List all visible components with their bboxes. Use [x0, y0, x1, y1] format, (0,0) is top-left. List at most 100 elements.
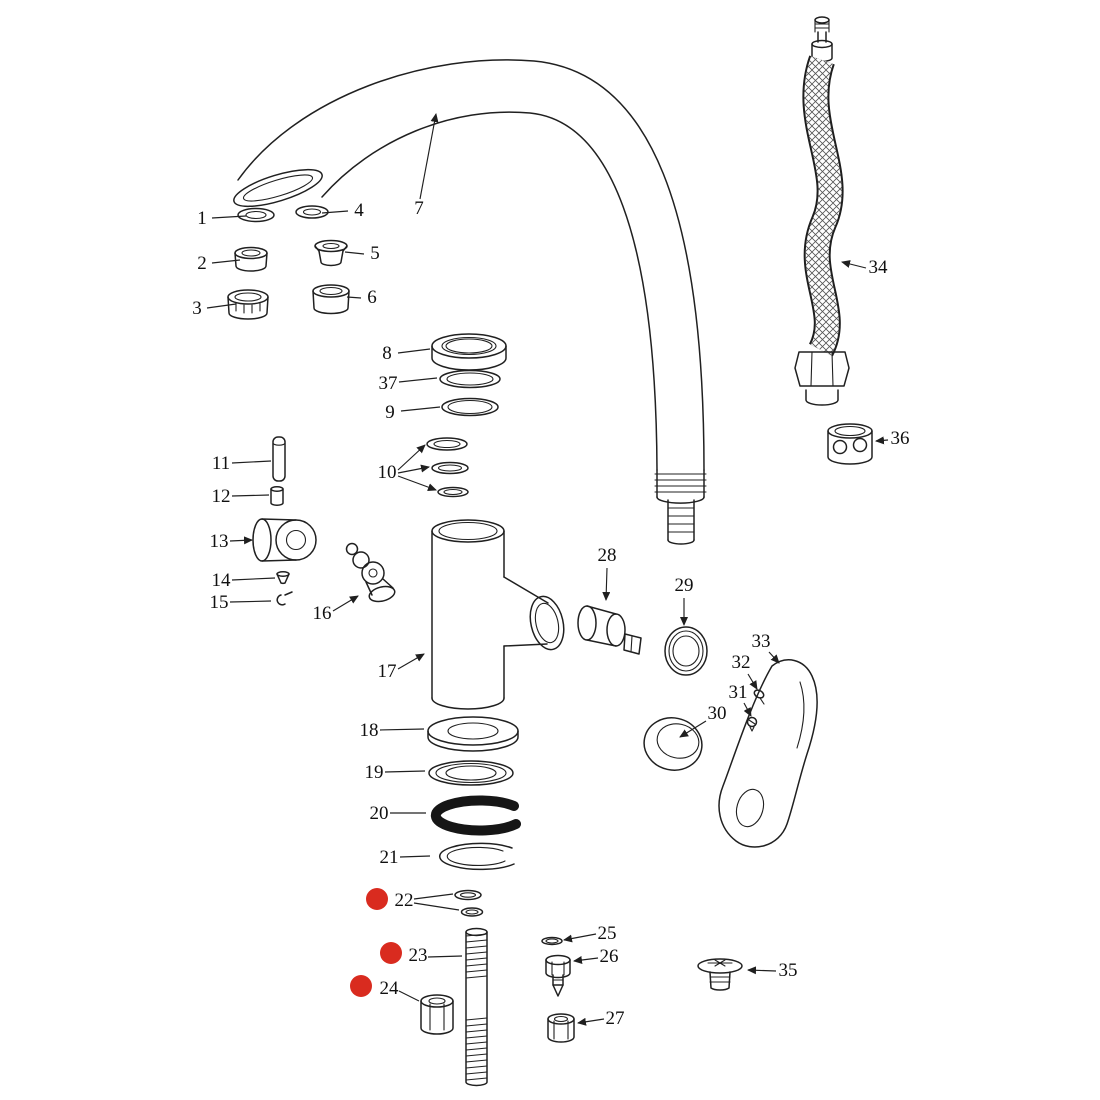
- highlight-dot-part-22: [366, 888, 388, 910]
- leader-line-part-9: [400, 406, 441, 412]
- part-3-aerator-shell: [227, 289, 269, 320]
- part-24-hex-nut: [420, 994, 454, 1035]
- part-number-label: 20: [370, 803, 389, 824]
- part-14-plug: [276, 571, 290, 585]
- part-13-bushing: [252, 518, 317, 562]
- part-4-washer: [295, 205, 329, 219]
- part-number-label: 22: [395, 890, 414, 911]
- part-22-o-rings: [454, 889, 484, 917]
- labels-layer: 1234567891011121314151617181920212223242…: [192, 113, 910, 1029]
- leader-line-part-13: [229, 536, 253, 545]
- leader-line-part-12: [231, 494, 270, 497]
- leader-line-part-7: [419, 113, 439, 200]
- part-21-c-clip: [438, 842, 515, 871]
- leader-line-part-32: [747, 673, 758, 690]
- leader-line-part-27: [577, 1017, 605, 1026]
- part-number-label: 35: [779, 960, 798, 981]
- part-number-label: 5: [370, 243, 380, 264]
- leader-line-part-23: [427, 955, 463, 958]
- leader-line-part-25: [563, 933, 597, 943]
- part-16-cartridge: [345, 542, 396, 603]
- part-number-label: 34: [869, 257, 889, 278]
- part-number-label: 36: [891, 428, 910, 449]
- part-number-label: 17: [378, 661, 397, 682]
- part-1-washer: [237, 207, 275, 223]
- part-number-label: 23: [409, 945, 428, 966]
- part-18-base-ring: [427, 716, 519, 752]
- leader-line-part-22: [413, 893, 454, 900]
- leader-line-part-22: [413, 902, 460, 911]
- part-number-label: 13: [210, 531, 229, 552]
- part-19-gasket-ring: [428, 760, 514, 786]
- part-number-label: 9: [385, 402, 395, 423]
- highlight-dot-part-24: [350, 975, 372, 997]
- part-28-side-valve: [577, 605, 642, 655]
- part-number-label: 30: [708, 703, 727, 724]
- part-number-label: 2: [197, 253, 207, 274]
- leader-line-part-6: [346, 296, 362, 299]
- leader-line-part-4: [321, 210, 349, 214]
- part-number-label: 28: [598, 545, 617, 566]
- part-8-ring-nut: [431, 333, 507, 371]
- part-35-mounting-screw: [697, 958, 743, 991]
- leader-line-part-16: [332, 595, 359, 612]
- leader-line-part-26: [573, 956, 599, 964]
- part-29-locking-ring: [664, 626, 708, 676]
- part-26-bolt: [545, 954, 571, 997]
- leader-line-part-11: [231, 460, 272, 464]
- part-number-label: 32: [732, 652, 751, 673]
- leader-line-part-1: [211, 215, 247, 219]
- part-number-label: 25: [598, 923, 617, 944]
- part-11-pin: [272, 436, 286, 482]
- part-33-handle: [718, 659, 818, 848]
- leader-line-part-8: [397, 348, 431, 354]
- part-number-label: 7: [414, 198, 424, 219]
- part-number-label: 26: [600, 946, 619, 967]
- leader-line-part-10: [397, 475, 437, 491]
- part-number-label: 10: [378, 462, 397, 483]
- part-number-label: 37: [379, 373, 398, 394]
- part-34-supply-hose: [794, 16, 850, 406]
- leader-line-part-2: [211, 259, 241, 264]
- part-number-label: 14: [212, 570, 232, 591]
- part-12-sleeve: [270, 486, 284, 506]
- leader-line-part-3: [206, 303, 237, 309]
- part-number-label: 27: [606, 1008, 625, 1029]
- leader-line-part-17: [397, 653, 425, 670]
- leader-line-part-33: [768, 651, 780, 664]
- highlight-dot-part-23: [380, 942, 402, 964]
- part-17-faucet-body: [431, 519, 565, 710]
- part-number-label: 19: [365, 762, 384, 783]
- part-number-label: 12: [212, 486, 231, 507]
- part-number-label: 16: [313, 603, 332, 624]
- leader-line-part-15: [229, 600, 272, 603]
- leader-line-part-14: [231, 577, 276, 581]
- part-9-snap-ring: [441, 397, 499, 417]
- leader-line-part-36: [875, 436, 889, 445]
- part-37-washer: [439, 369, 501, 389]
- leader-line-part-35: [747, 966, 777, 975]
- part-10-o-rings: [426, 437, 469, 498]
- leader-line-part-28: [602, 567, 611, 601]
- part-15-clip: [276, 591, 293, 606]
- part-number-label: 11: [212, 453, 230, 474]
- leader-line-part-31: [743, 702, 752, 717]
- part-2-aerator-insert: [234, 246, 268, 272]
- part-number-label: 6: [367, 287, 377, 308]
- leader-line-part-30: [679, 720, 707, 738]
- part-number-label: 31: [729, 682, 748, 703]
- leader-line-part-24: [398, 990, 420, 1002]
- part-number-label: 21: [380, 847, 399, 868]
- leader-line-part-10: [397, 464, 430, 474]
- part-31-screw: [746, 716, 758, 732]
- part-number-label: 8: [382, 343, 392, 364]
- part-number-label: 18: [360, 720, 379, 741]
- part-number-label: 24: [380, 978, 400, 999]
- part-number-label: 29: [675, 575, 694, 596]
- part-number-label: 3: [192, 298, 202, 319]
- part-23-threaded-stud: [465, 927, 488, 1087]
- part-number-label: 4: [354, 200, 364, 221]
- part-7-spout: [233, 59, 707, 545]
